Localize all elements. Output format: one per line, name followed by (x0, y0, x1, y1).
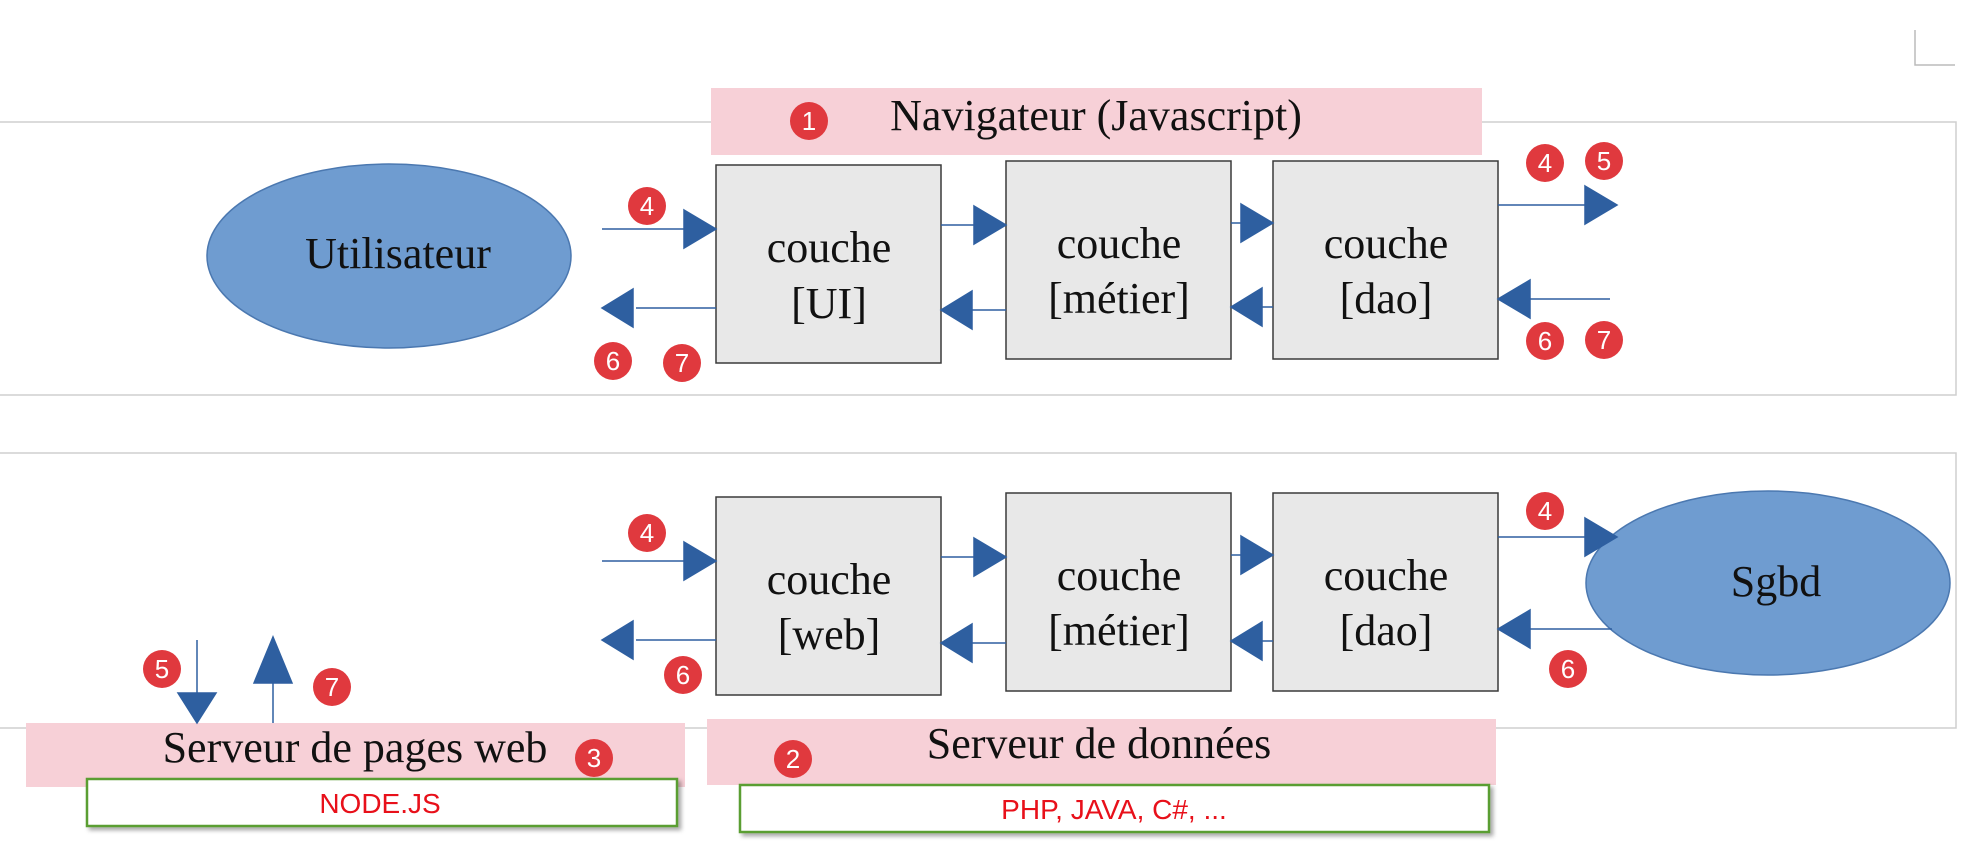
badge-bottom-out-text: 6 (676, 660, 690, 690)
badge-ws-up (313, 668, 351, 706)
layer-dao-top-line1: couche (1324, 219, 1449, 268)
layer-dao-top-box (1272, 160, 1499, 360)
badge-bottom-out (664, 656, 702, 694)
data-server-tech-box (738, 783, 1491, 834)
user-label: Utilisateur (305, 229, 491, 278)
layer-metier-bottom-line2: [métier] (1048, 606, 1190, 655)
layer-metier-bottom-box (1005, 492, 1232, 692)
badge-top-right-c (1526, 322, 1564, 360)
arrow-web-out-head (600, 619, 634, 661)
user-ellipse (206, 163, 572, 349)
arrow-web-to-metier-head (973, 536, 1008, 578)
layer-web-line1: couche (767, 555, 892, 604)
badge-2 (774, 740, 812, 778)
badge-top-in-text: 4 (640, 191, 654, 221)
arrow-ui-to-user-head (600, 287, 634, 329)
badge-bottom-in-text: 4 (640, 518, 654, 548)
badge-top-right-d-text: 7 (1597, 325, 1611, 355)
browser-band (711, 88, 1482, 155)
badge-bottom-right-in-text: 4 (1538, 496, 1552, 526)
arrow-in-to-web-head (683, 540, 718, 582)
badge-ws-down (143, 650, 181, 688)
arrow-ui-to-metier-head (973, 204, 1008, 246)
layer-ui-line2: [UI] (791, 279, 867, 328)
db-ellipse (1585, 490, 1951, 676)
data-server-tech: PHP, JAVA, C#, ... (1001, 794, 1227, 825)
layer-metier-bottom-line1: couche (1057, 551, 1182, 600)
badge-top-right-c-text: 6 (1538, 326, 1552, 356)
layer-metier-top-box (1005, 160, 1232, 360)
arrow-user-to-ui-head (683, 208, 718, 250)
badge-bottom-right-out-text: 6 (1561, 654, 1575, 684)
layer-web-box (715, 496, 942, 696)
badge-top-out-a-text: 6 (606, 346, 620, 376)
arrow-metier-to-web-head (939, 622, 973, 664)
web-server-tech-box (85, 777, 679, 828)
badge-bottom-in (628, 514, 666, 552)
arrow-db-to-dao-head (1496, 608, 1531, 650)
badge-top-out-b (663, 344, 701, 382)
badge-top-out-b-text: 7 (675, 348, 689, 378)
layer-ui-line1: couche (767, 223, 892, 272)
data-server-band (707, 719, 1496, 785)
layer-dao-bottom-line1: couche (1324, 551, 1449, 600)
badge-3-text: 3 (587, 743, 601, 773)
arrow-up-from-web-server-head (252, 635, 294, 684)
badge-bottom-right-in (1526, 492, 1564, 530)
layer-dao-top-line2: [dao] (1340, 274, 1433, 323)
badge-top-right-b-text: 5 (1597, 146, 1611, 176)
page-corner-mark (1914, 30, 1955, 66)
badge-ws-up-text: 7 (325, 672, 339, 702)
web-server-label: Serveur de pages web (163, 723, 548, 772)
web-server-band (26, 723, 685, 787)
arrow-metier-to-ui-head (939, 289, 973, 331)
web-server-tech: NODE.JS (319, 788, 440, 819)
arrow-down-to-web-server-head (176, 692, 218, 725)
arrow-dao-to-metier-head (1229, 286, 1263, 328)
browser-label: Navigateur (Javascript) (890, 91, 1302, 140)
db-label: Sgbd (1731, 557, 1821, 606)
badge-1 (790, 102, 828, 140)
arrow-dao-to-metier-bottom-head (1229, 620, 1263, 662)
badge-top-right-d (1585, 321, 1623, 359)
layer-web-line2: [web] (778, 610, 881, 659)
layer-ui-box (715, 164, 942, 364)
layer-dao-bottom-box (1272, 492, 1499, 692)
step-badges: 1 2 3 4 6 7 4 5 6 7 4 6 4 6 5 7 (143, 102, 1623, 778)
badge-top-right-a (1526, 144, 1564, 182)
badge-top-right-b (1585, 142, 1623, 180)
flow-arrows (176, 184, 1619, 725)
data-server-label: Serveur de données (927, 719, 1272, 768)
badge-3 (575, 739, 613, 777)
badge-top-out-a (594, 342, 632, 380)
badge-top-in (628, 187, 666, 225)
layer-dao-bottom-line2: [dao] (1340, 606, 1433, 655)
arrow-metier-to-dao-head (1240, 202, 1275, 244)
arrow-metier-to-dao-bottom-head (1240, 534, 1275, 576)
badge-ws-down-text: 5 (155, 654, 169, 684)
arrow-dao-out-head (1584, 184, 1619, 226)
badge-top-right-a-text: 4 (1538, 148, 1552, 178)
layer-metier-top-line1: couche (1057, 219, 1182, 268)
arrow-dao-in-head (1496, 278, 1531, 320)
badge-2-text: 2 (786, 744, 800, 774)
badge-bottom-right-out (1549, 650, 1587, 688)
layer-metier-top-line2: [métier] (1048, 274, 1190, 323)
badge-1-text: 1 (802, 106, 816, 136)
arrow-dao-to-db-head (1584, 516, 1619, 558)
